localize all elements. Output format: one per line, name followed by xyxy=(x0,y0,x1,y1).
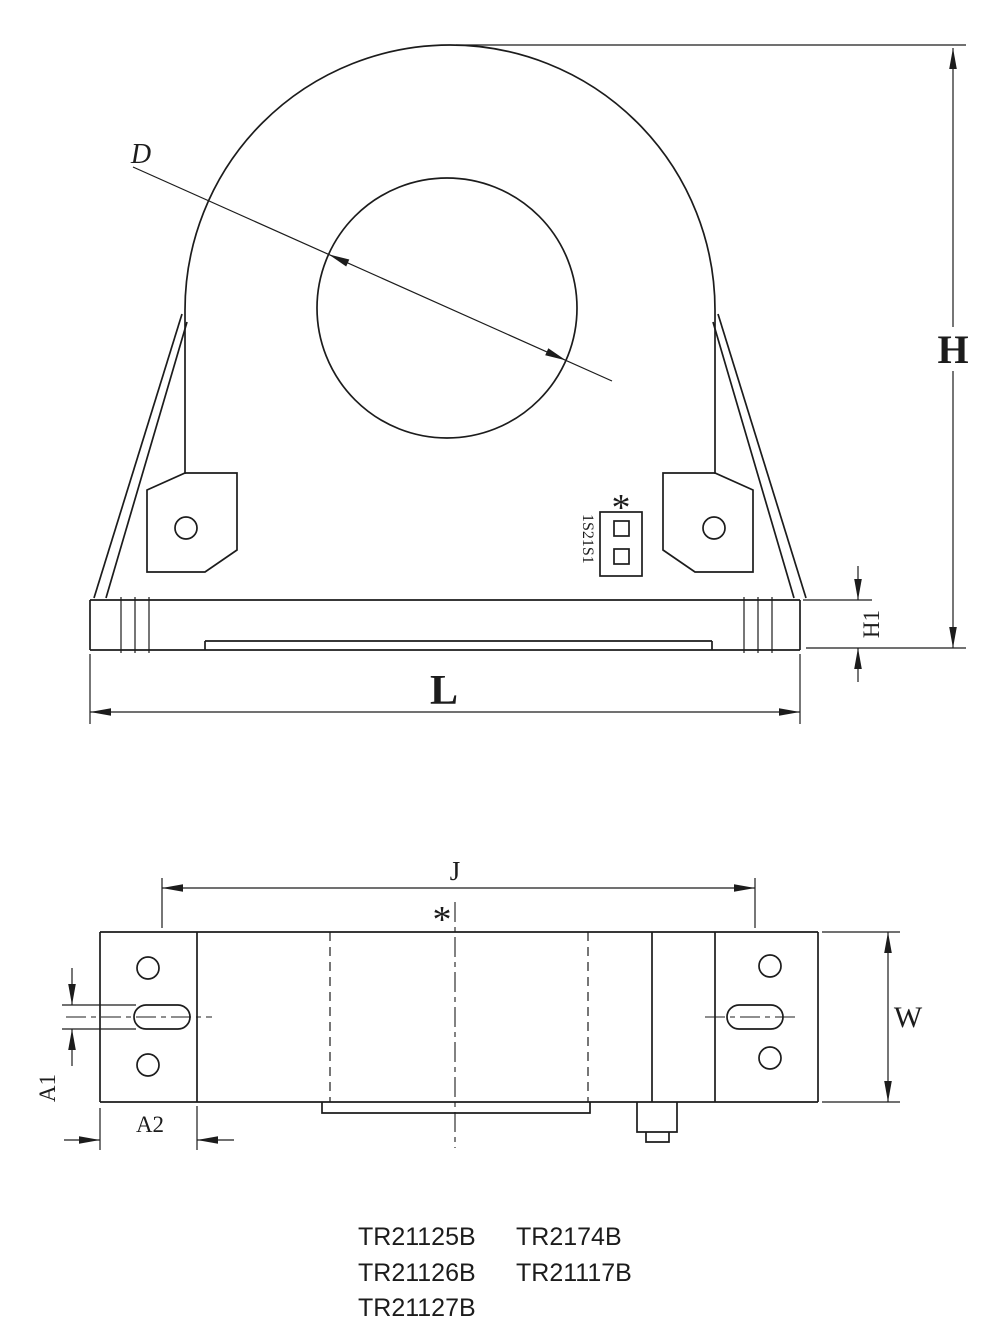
arrowhead xyxy=(854,648,862,669)
arrowhead xyxy=(545,348,566,361)
slot xyxy=(726,1004,784,1030)
terminal-1s2 xyxy=(613,548,630,565)
front-view: 1S21S1 * D H H1 xyxy=(89,44,971,724)
arrowhead xyxy=(734,884,755,892)
hole xyxy=(758,954,782,978)
plan-body xyxy=(66,902,819,1148)
part-number: TR2174B xyxy=(516,1223,622,1251)
plan-asterisk: * xyxy=(433,899,452,941)
mounting-plate-left xyxy=(133,956,191,1077)
arrowhead xyxy=(90,708,111,716)
dim-label-j: J xyxy=(450,856,461,886)
ear-hole-right xyxy=(702,516,726,540)
terminal-protrusion xyxy=(636,1102,678,1133)
terminal-1s1 xyxy=(613,520,630,537)
dimension-l: L xyxy=(89,654,801,724)
part-number: TR21126B xyxy=(358,1259,476,1287)
dim-label-a2: A2 xyxy=(136,1112,164,1137)
part-number: TR21125B xyxy=(358,1223,476,1251)
dimension-h1: H1 xyxy=(803,566,884,682)
dimension-a2: A2 xyxy=(64,1106,234,1150)
bottom-tab xyxy=(321,1102,591,1114)
arrowhead xyxy=(949,48,957,69)
plan-view: J * W A1 xyxy=(35,856,923,1150)
arrowhead xyxy=(949,627,957,648)
front-asterisk: * xyxy=(612,487,631,529)
dim-label-l: L xyxy=(430,668,458,714)
arrowhead xyxy=(884,932,892,953)
terminal-block: 1S21S1 * xyxy=(579,487,643,577)
mounting-ear-right xyxy=(662,472,754,573)
arrowhead xyxy=(854,579,862,600)
arrowhead xyxy=(162,884,183,892)
gusset-left xyxy=(93,313,188,599)
dimension-h: H xyxy=(456,44,971,649)
dimension-w: W xyxy=(822,931,923,1103)
slot xyxy=(133,1004,191,1030)
base-slot-marks-left xyxy=(120,597,150,653)
label-mask xyxy=(935,327,971,371)
part-numbers: TR21125B TR2174B TR21126B TR21117B TR211… xyxy=(358,1223,632,1322)
terminal-protrusion-step xyxy=(645,1132,670,1143)
base-plate xyxy=(89,597,801,653)
dimension-d: D xyxy=(130,139,613,382)
arrowhead xyxy=(884,1081,892,1102)
dome-outline xyxy=(184,44,716,474)
dim-label-a1: A1 xyxy=(35,1074,60,1102)
hole xyxy=(136,956,160,980)
center-hole xyxy=(316,177,578,439)
dimension-a1: A1 xyxy=(35,968,136,1102)
mounting-ear-left xyxy=(146,472,238,573)
dim-label-d: D xyxy=(130,139,151,170)
ear-hole-left xyxy=(174,516,198,540)
mounting-plate-right xyxy=(726,954,784,1070)
arrowhead xyxy=(68,984,76,1005)
hole xyxy=(758,1046,782,1070)
arrowhead xyxy=(197,1136,218,1144)
part-number: TR21117B xyxy=(516,1259,632,1287)
part-number: TR21127B xyxy=(358,1294,476,1322)
base-slot-marks-right xyxy=(743,597,773,653)
gusset-right xyxy=(712,313,807,599)
dimension-j: J xyxy=(161,856,756,928)
arrowhead xyxy=(68,1029,76,1050)
terminal-label: 1S21S1 xyxy=(579,514,596,564)
arrowhead xyxy=(779,708,800,716)
dim-label-h: H xyxy=(937,327,968,372)
arrowhead xyxy=(79,1136,100,1144)
dim-label-h1: H1 xyxy=(859,610,884,638)
hole xyxy=(136,1053,160,1077)
arrowhead xyxy=(328,254,350,267)
dim-label-w: W xyxy=(894,1001,923,1034)
